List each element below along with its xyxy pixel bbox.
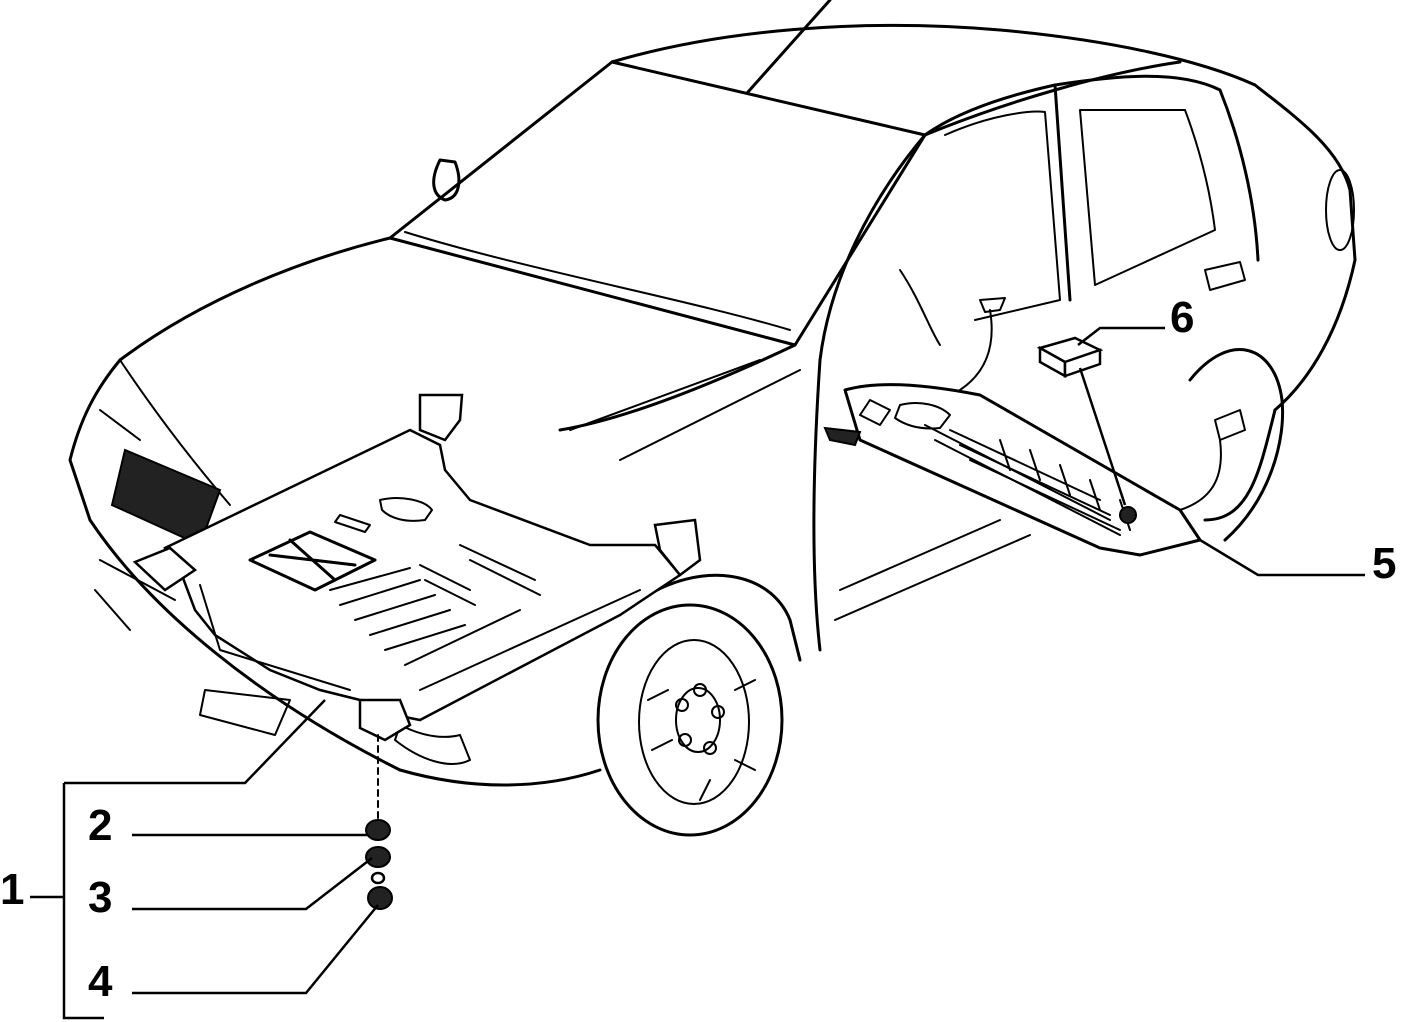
engine-undershield-part [132, 393, 702, 742]
adhesive-pad-part [1036, 336, 1104, 379]
callout-leaders [30, 326, 1365, 1020]
callout-label-2: 2 [88, 801, 113, 850]
car-body-outline [68, 0, 1357, 837]
callout-label-6: 6 [1170, 293, 1195, 342]
callout-label-5: 5 [1372, 539, 1397, 588]
fastener-bolt-part-4 [367, 886, 393, 910]
fastener-nut-part-2 [365, 819, 391, 841]
callout-label-1: 1 [0, 865, 25, 914]
sill-shield-part [823, 297, 1246, 536]
fastener-washer-part-3 [365, 846, 391, 868]
callout-label-3: 3 [88, 873, 113, 922]
callout-label-4: 4 [88, 957, 113, 1006]
fastener-stack [365, 734, 393, 910]
